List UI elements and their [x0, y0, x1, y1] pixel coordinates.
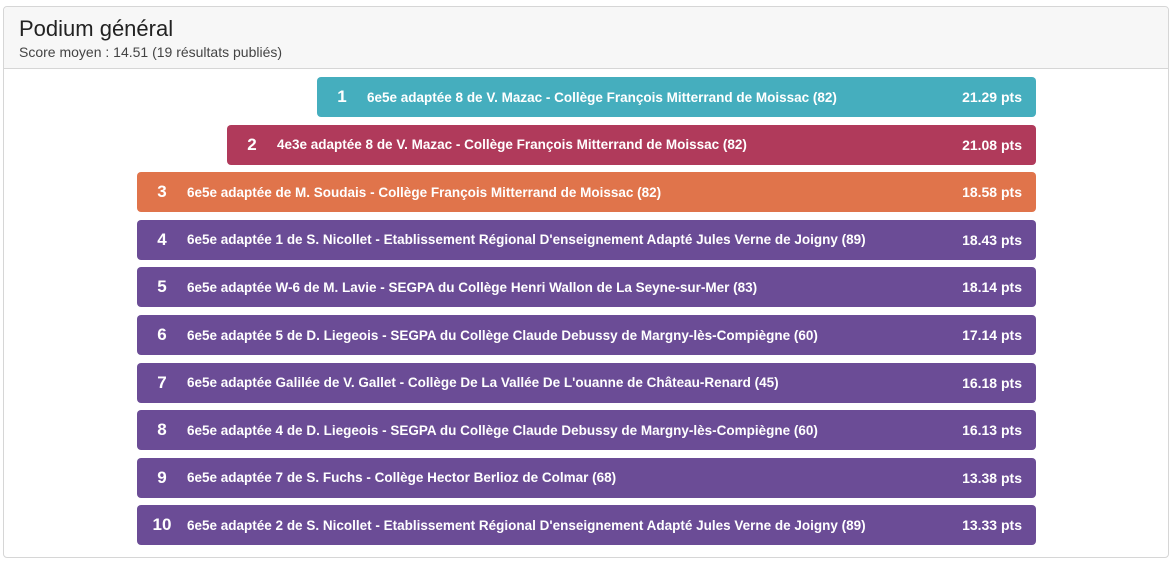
entry-score: 21.08 pts [962, 136, 1022, 153]
entry-label: 6e5e adaptée 1 de S. Nicollet - Etabliss… [187, 232, 866, 248]
entry-label: 6e5e adaptée de M. Soudais - Collège Fra… [187, 184, 662, 200]
podium-entry: 1 6e5e adaptée 8 de V. Mazac - Collège F… [317, 77, 1036, 117]
entry-label: 6e5e adaptée Galilée de V. Gallet - Coll… [187, 375, 779, 391]
podium-entry: 9 6e5e adaptée 7 de S. Fuchs - Collège H… [137, 457, 1036, 498]
entry-label: 6e5e adaptée 5 de D. Liegeois - SEGPA du… [187, 327, 818, 343]
entry-label: 6e5e adaptée 4 de D. Liegeois - SEGPA du… [187, 422, 818, 438]
entry-score: 13.33 pts [962, 517, 1022, 534]
podium-entry: 4 6e5e adaptée 1 de S. Nicollet - Etabli… [137, 219, 1036, 260]
entry-score: 18.58 pts [962, 184, 1022, 201]
average-score: Score moyen : 14.51 (19 résultats publié… [19, 44, 283, 60]
podium-entry: 10 6e5e adaptée 2 de S. Nicollet - Etabl… [137, 505, 1036, 546]
podium-card: Podium général Score moyen : 14.51 (19 r… [3, 6, 1169, 558]
entry-label: 4e3e adaptée 8 de V. Mazac - Collège Fra… [277, 137, 747, 153]
entry-score: 17.14 pts [962, 327, 1022, 343]
podium-entry: 2 4e3e adaptée 8 de V. Mazac - Collège F… [227, 124, 1036, 165]
rank-number: 1 [337, 87, 347, 106]
podium-entry: 5 6e5e adaptée W-6 de M. Lavie - SEGPA d… [137, 267, 1036, 308]
entry-label: 6e5e adaptée 2 de S. Nicollet - Etabliss… [187, 517, 866, 533]
rank-number: 2 [247, 134, 257, 154]
entry-label: 6e5e adaptée 8 de V. Mazac - Collège Fra… [367, 89, 837, 105]
rank-number: 7 [157, 372, 167, 392]
entry-label: 6e5e adaptée 7 de S. Fuchs - Collège Hec… [187, 470, 617, 486]
rank-number: 6 [157, 325, 167, 344]
rank-number: 3 [157, 182, 167, 202]
rank-number: 9 [157, 467, 167, 487]
entry-score: 16.13 pts [962, 422, 1022, 439]
rank-number: 5 [157, 277, 167, 297]
podium-entry: 3 6e5e adaptée de M. Soudais - Collège F… [137, 172, 1036, 213]
rank-number: 8 [157, 420, 167, 440]
rank-number: 4 [157, 229, 167, 249]
rank-number: 10 [152, 515, 172, 535]
entry-score: 21.29 pts [962, 89, 1022, 105]
entry-score: 18.43 pts [962, 231, 1022, 248]
card-header: Podium général Score moyen : 14.51 (19 r… [4, 7, 1168, 69]
entry-score: 16.18 pts [962, 374, 1022, 391]
podium-entry: 6 6e5e adaptée 5 de D. Liegeois - SEGPA … [137, 315, 1036, 355]
podium-entry: 8 6e5e adaptée 4 de D. Liegeois - SEGPA … [137, 410, 1036, 451]
entry-label: 6e5e adaptée W-6 de M. Lavie - SEGPA du … [187, 279, 758, 295]
podium-entry: 7 6e5e adaptée Galilée de V. Gallet - Co… [137, 362, 1036, 403]
entry-score: 13.38 pts [962, 469, 1022, 486]
page-title: Podium général [19, 16, 174, 41]
entry-score: 18.14 pts [962, 279, 1022, 296]
